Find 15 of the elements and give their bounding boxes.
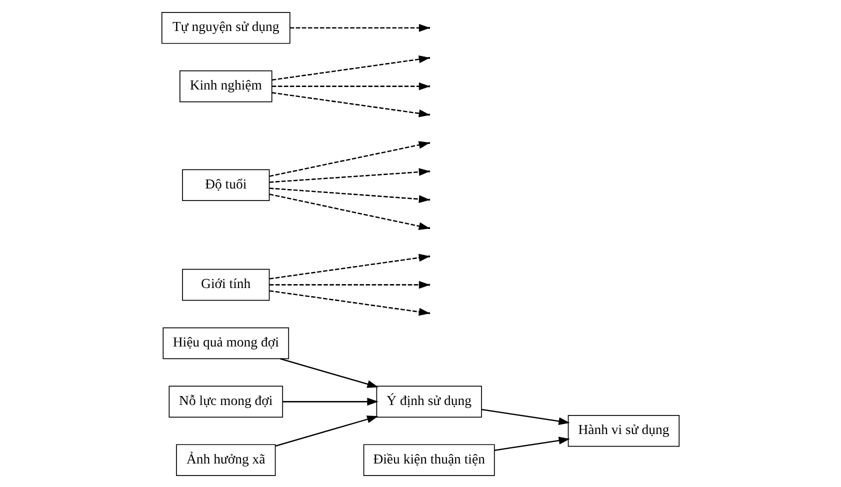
node-box: Nỗ lực mong đợi: [168, 385, 284, 418]
node-box: Ảnh hưởng xã: [176, 444, 276, 476]
node-box: Điều kiện thuận tiện: [363, 444, 495, 476]
arrow: [275, 415, 378, 446]
node-box: Ý định sử dụng: [376, 385, 482, 418]
node-box: Độ tuổi: [182, 168, 270, 201]
node-box: Hiệu quả mong đợi: [162, 326, 290, 359]
node-box: Kinh nghiệm: [179, 70, 272, 102]
node-box: Tự nguyện sử dụng: [161, 12, 290, 44]
arrow: [482, 408, 570, 425]
node-box: Giới tính: [182, 268, 270, 300]
arrow: [282, 397, 378, 406]
arrow: [280, 358, 378, 388]
arrow: [494, 436, 570, 450]
node-box: Hành vi sử dụng: [568, 414, 680, 446]
